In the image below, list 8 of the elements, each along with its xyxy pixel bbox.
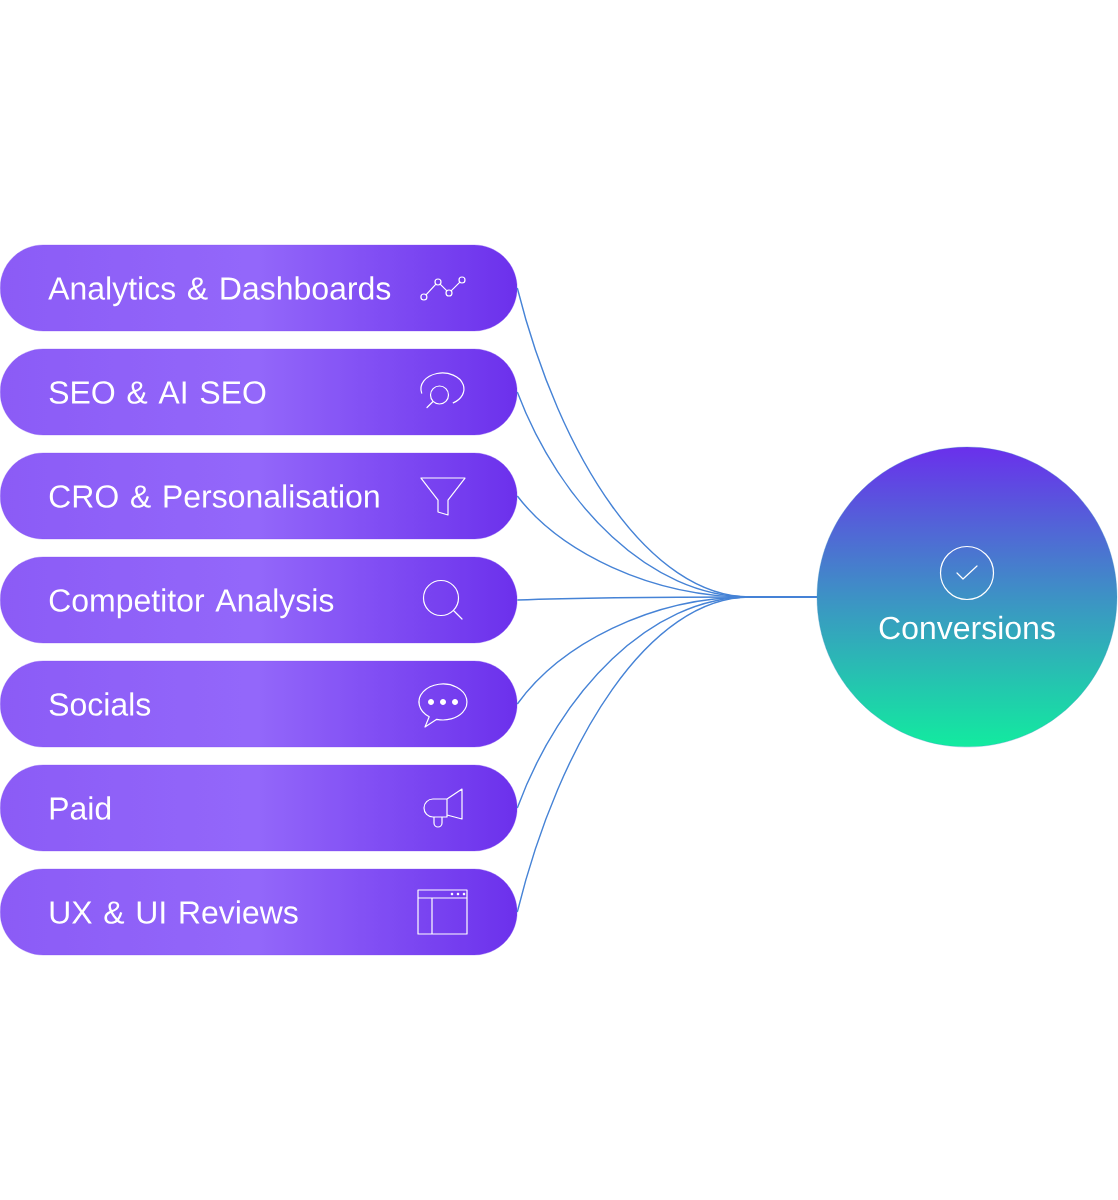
connector-line xyxy=(516,596,818,913)
service-pill: Analytics & Dashboards xyxy=(0,244,518,332)
service-pill: Competitor Analysis xyxy=(0,556,518,644)
service-pill: Socials xyxy=(0,660,518,748)
service-pill: UX & UI Reviews xyxy=(0,868,518,956)
service-pill: Paid xyxy=(0,764,518,852)
service-pill: SEO & AI SEO xyxy=(0,348,518,436)
service-pill: CRO & Personalisation xyxy=(0,452,518,540)
